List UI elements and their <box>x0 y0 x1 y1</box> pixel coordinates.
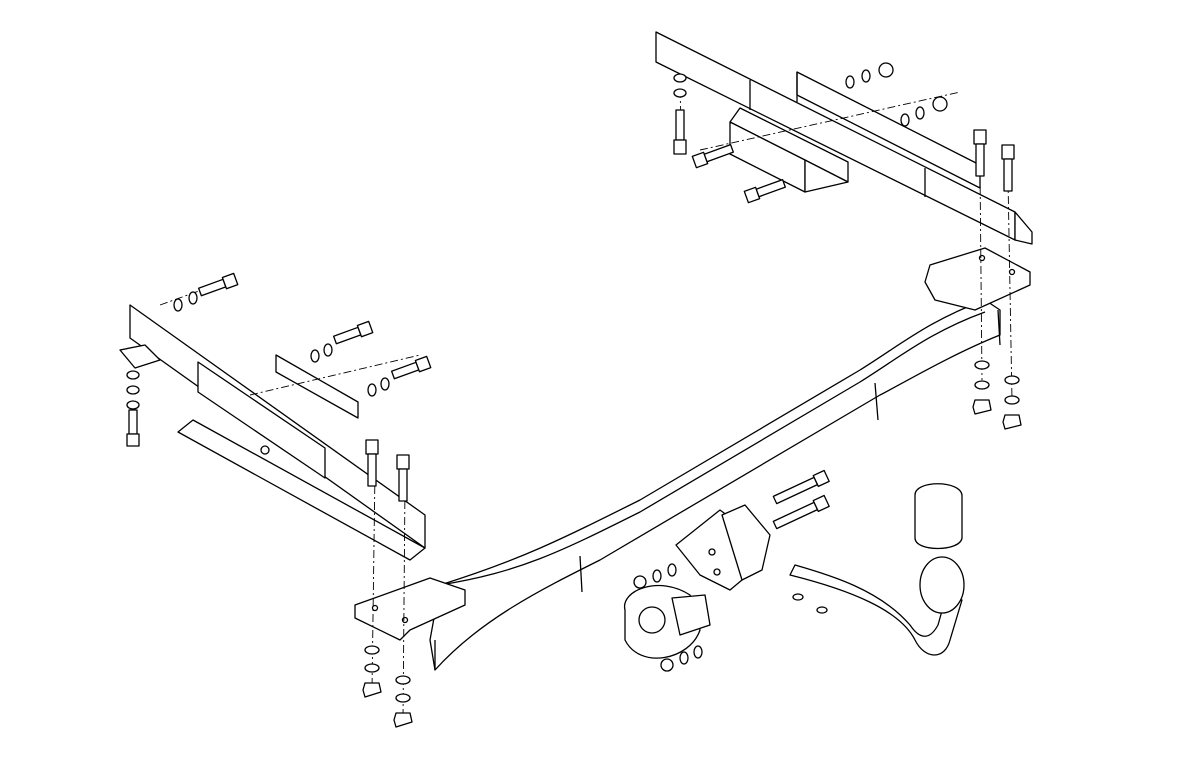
washer <box>900 96 948 127</box>
left-end-plate <box>354 577 466 641</box>
washer <box>393 675 413 728</box>
washer <box>1002 375 1022 430</box>
washers-and-nuts <box>126 62 1022 728</box>
bolt <box>197 272 239 297</box>
electrical-socket-plate <box>624 584 711 659</box>
main-cross-beam <box>429 299 1001 671</box>
bolt <box>1001 144 1015 192</box>
bolt <box>365 439 379 487</box>
washer <box>633 563 677 589</box>
bolt <box>396 454 410 502</box>
washer <box>367 377 390 397</box>
bolt <box>390 355 432 380</box>
washer <box>126 370 140 410</box>
washer <box>845 62 894 89</box>
assembly-centerlines <box>159 89 1013 721</box>
right-mounting-bracket <box>655 31 1033 245</box>
bolt <box>332 320 374 345</box>
washer <box>310 343 333 363</box>
washer <box>362 645 382 698</box>
bolt <box>772 469 830 505</box>
right-end-plate <box>924 247 1031 311</box>
bolt <box>691 143 734 169</box>
tow-ball-neck <box>789 483 965 656</box>
bolts <box>126 109 1015 530</box>
washer <box>660 645 703 672</box>
hitch-mounting-plates <box>675 504 771 591</box>
washer <box>673 73 687 98</box>
bolt <box>673 109 687 155</box>
washer <box>972 360 992 415</box>
bolt <box>973 129 987 177</box>
bolt <box>126 409 140 447</box>
bolt <box>772 494 830 530</box>
washer <box>173 291 198 312</box>
bolt <box>743 178 786 204</box>
left-mounting-bracket <box>119 304 426 561</box>
